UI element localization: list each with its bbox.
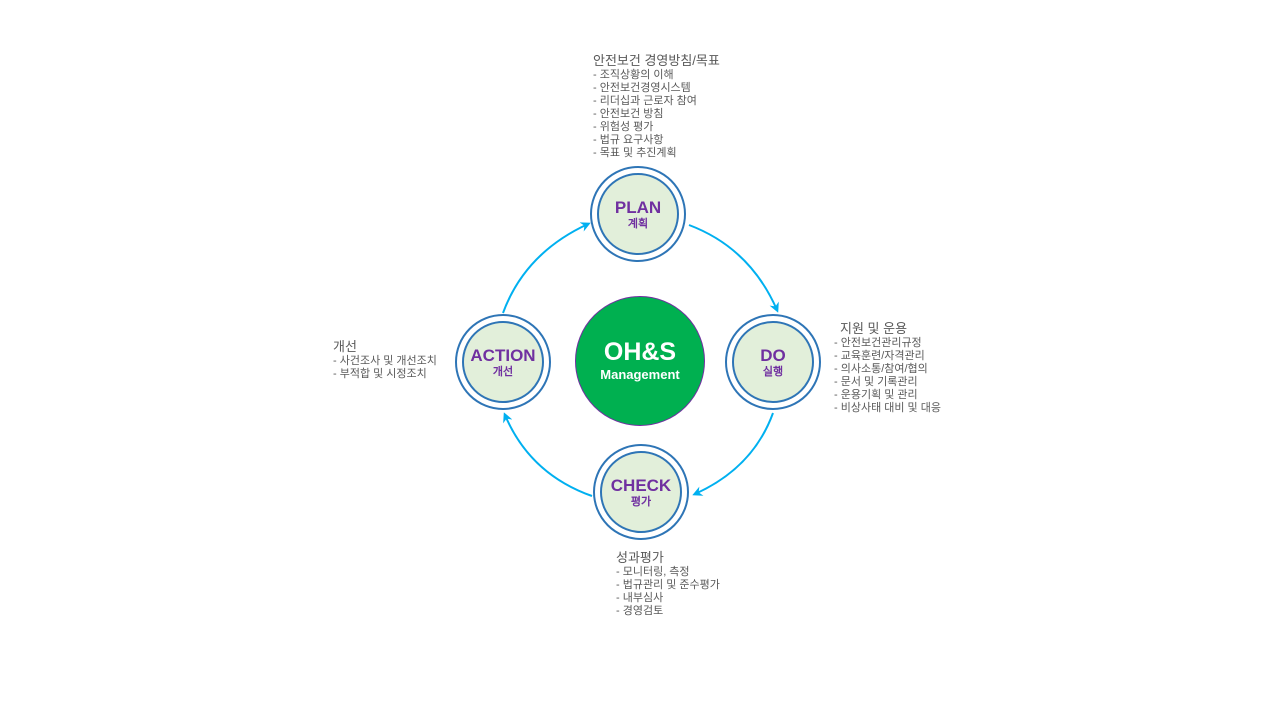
do-label: DO [760,345,786,365]
ohs-management-center: OH&S Management [575,296,705,426]
arrow-do-to-check [692,412,774,496]
do-item: - 문서 및 기록관리 [834,376,918,388]
action-heading: 개선 [333,339,357,354]
plan-item: - 조직상황의 이해 [593,69,674,81]
plan-label-ko: 계획 [627,217,649,230]
plan-item: - 안전보건경영시스템 [593,82,691,94]
check-description: 성과평가 - 모니터링, 측정 - 법규관리 및 준수평가 - 내부심사 - 경… [616,550,720,618]
check-item: - 경영검토 [616,605,664,617]
check-item: - 모니터링, 측정 [616,566,690,578]
arrow-plan-to-do [688,224,779,313]
check-heading: 성과평가 [616,550,664,565]
action-description: 개선 - 사건조사 및 개선조치 - 부적합 및 시정조치 [333,339,437,381]
action-item: - 부적합 및 시정조치 [333,368,427,380]
plan-item: - 목표 및 추진계획 [593,147,677,159]
arrow-action-to-plan [502,222,591,314]
do-item: - 안전보건관리규정 [834,337,922,349]
check-label: CHECK [610,475,672,495]
do-description: 지원 및 운용 - 안전보건관리규정 - 교육훈련/자격관리 - 의사소통/참여… [834,321,941,415]
do-item: - 교육훈련/자격관리 [834,350,925,362]
plan-item: - 안전보건 방침 [593,108,664,120]
plan-heading: 안전보건 경영방침/목표 [593,53,720,68]
center-title: OH&S [603,338,677,366]
check-item: - 내부심사 [616,592,664,604]
do-item: - 운용기획 및 관리 [834,389,918,401]
center-subtitle: Management [600,367,680,382]
plan-label: PLAN [614,197,662,217]
action-item: - 사건조사 및 개선조치 [333,355,437,367]
do-item: - 의사소통/참여/협의 [834,363,928,375]
check-item: - 법규관리 및 준수평가 [616,579,720,591]
plan-item: - 위험성 평가 [593,121,654,133]
plan-description: 안전보건 경영방침/목표 - 조직상황의 이해 - 안전보건경영시스템 - 리더… [593,53,720,160]
arrow-check-to-action [503,412,593,497]
do-item: - 비상사태 대비 및 대응 [834,402,941,414]
do-label-ko: 실행 [762,365,784,378]
plan-item: - 리더십과 근로자 참여 [593,95,697,107]
check-label-ko: 평가 [630,495,652,508]
plan-item: - 법규 요구사항 [593,134,664,146]
do-heading: 지원 및 운용 [840,321,908,336]
action-label-ko: 개선 [492,365,514,378]
action-label: ACTION [470,345,536,365]
